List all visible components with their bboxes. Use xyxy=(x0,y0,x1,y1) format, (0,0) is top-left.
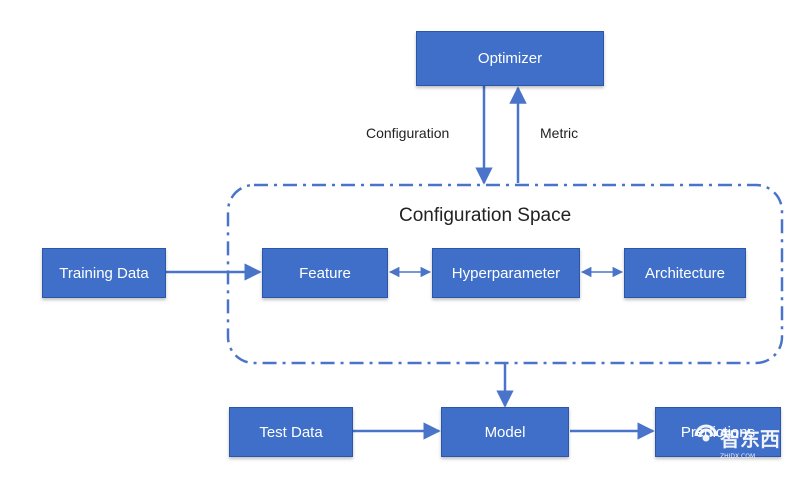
model-node: Model xyxy=(441,407,569,457)
architecture-label: Architecture xyxy=(644,264,726,282)
configuration-space-boundary xyxy=(226,183,784,365)
training-data-node: Training Data xyxy=(42,248,166,298)
configuration-space-title: Configuration Space xyxy=(399,205,572,226)
hyperparameter-node: Hyperparameter xyxy=(432,248,580,298)
test-data-label: Test Data xyxy=(259,423,323,441)
metric-edge-label: Metric xyxy=(540,125,579,141)
training-data-label: Training Data xyxy=(59,264,149,282)
hyperparameter-label: Hyperparameter xyxy=(451,264,561,282)
svg-text:智东西: 智东西 xyxy=(720,427,780,451)
test-data-node: Test Data xyxy=(229,407,353,457)
architecture-node: Architecture xyxy=(624,248,746,298)
model-label: Model xyxy=(484,423,526,441)
feature-node: Feature xyxy=(262,248,388,298)
feature-label: Feature xyxy=(299,264,351,282)
watermark-logo: 智东西 ZHIDX.COM xyxy=(694,424,780,460)
configuration-edge-label: Configuration xyxy=(366,125,450,141)
svg-text:ZHIDX.COM: ZHIDX.COM xyxy=(720,453,755,460)
optimizer-label: Optimizer xyxy=(477,50,543,67)
optimizer-node: Optimizer xyxy=(416,31,604,86)
